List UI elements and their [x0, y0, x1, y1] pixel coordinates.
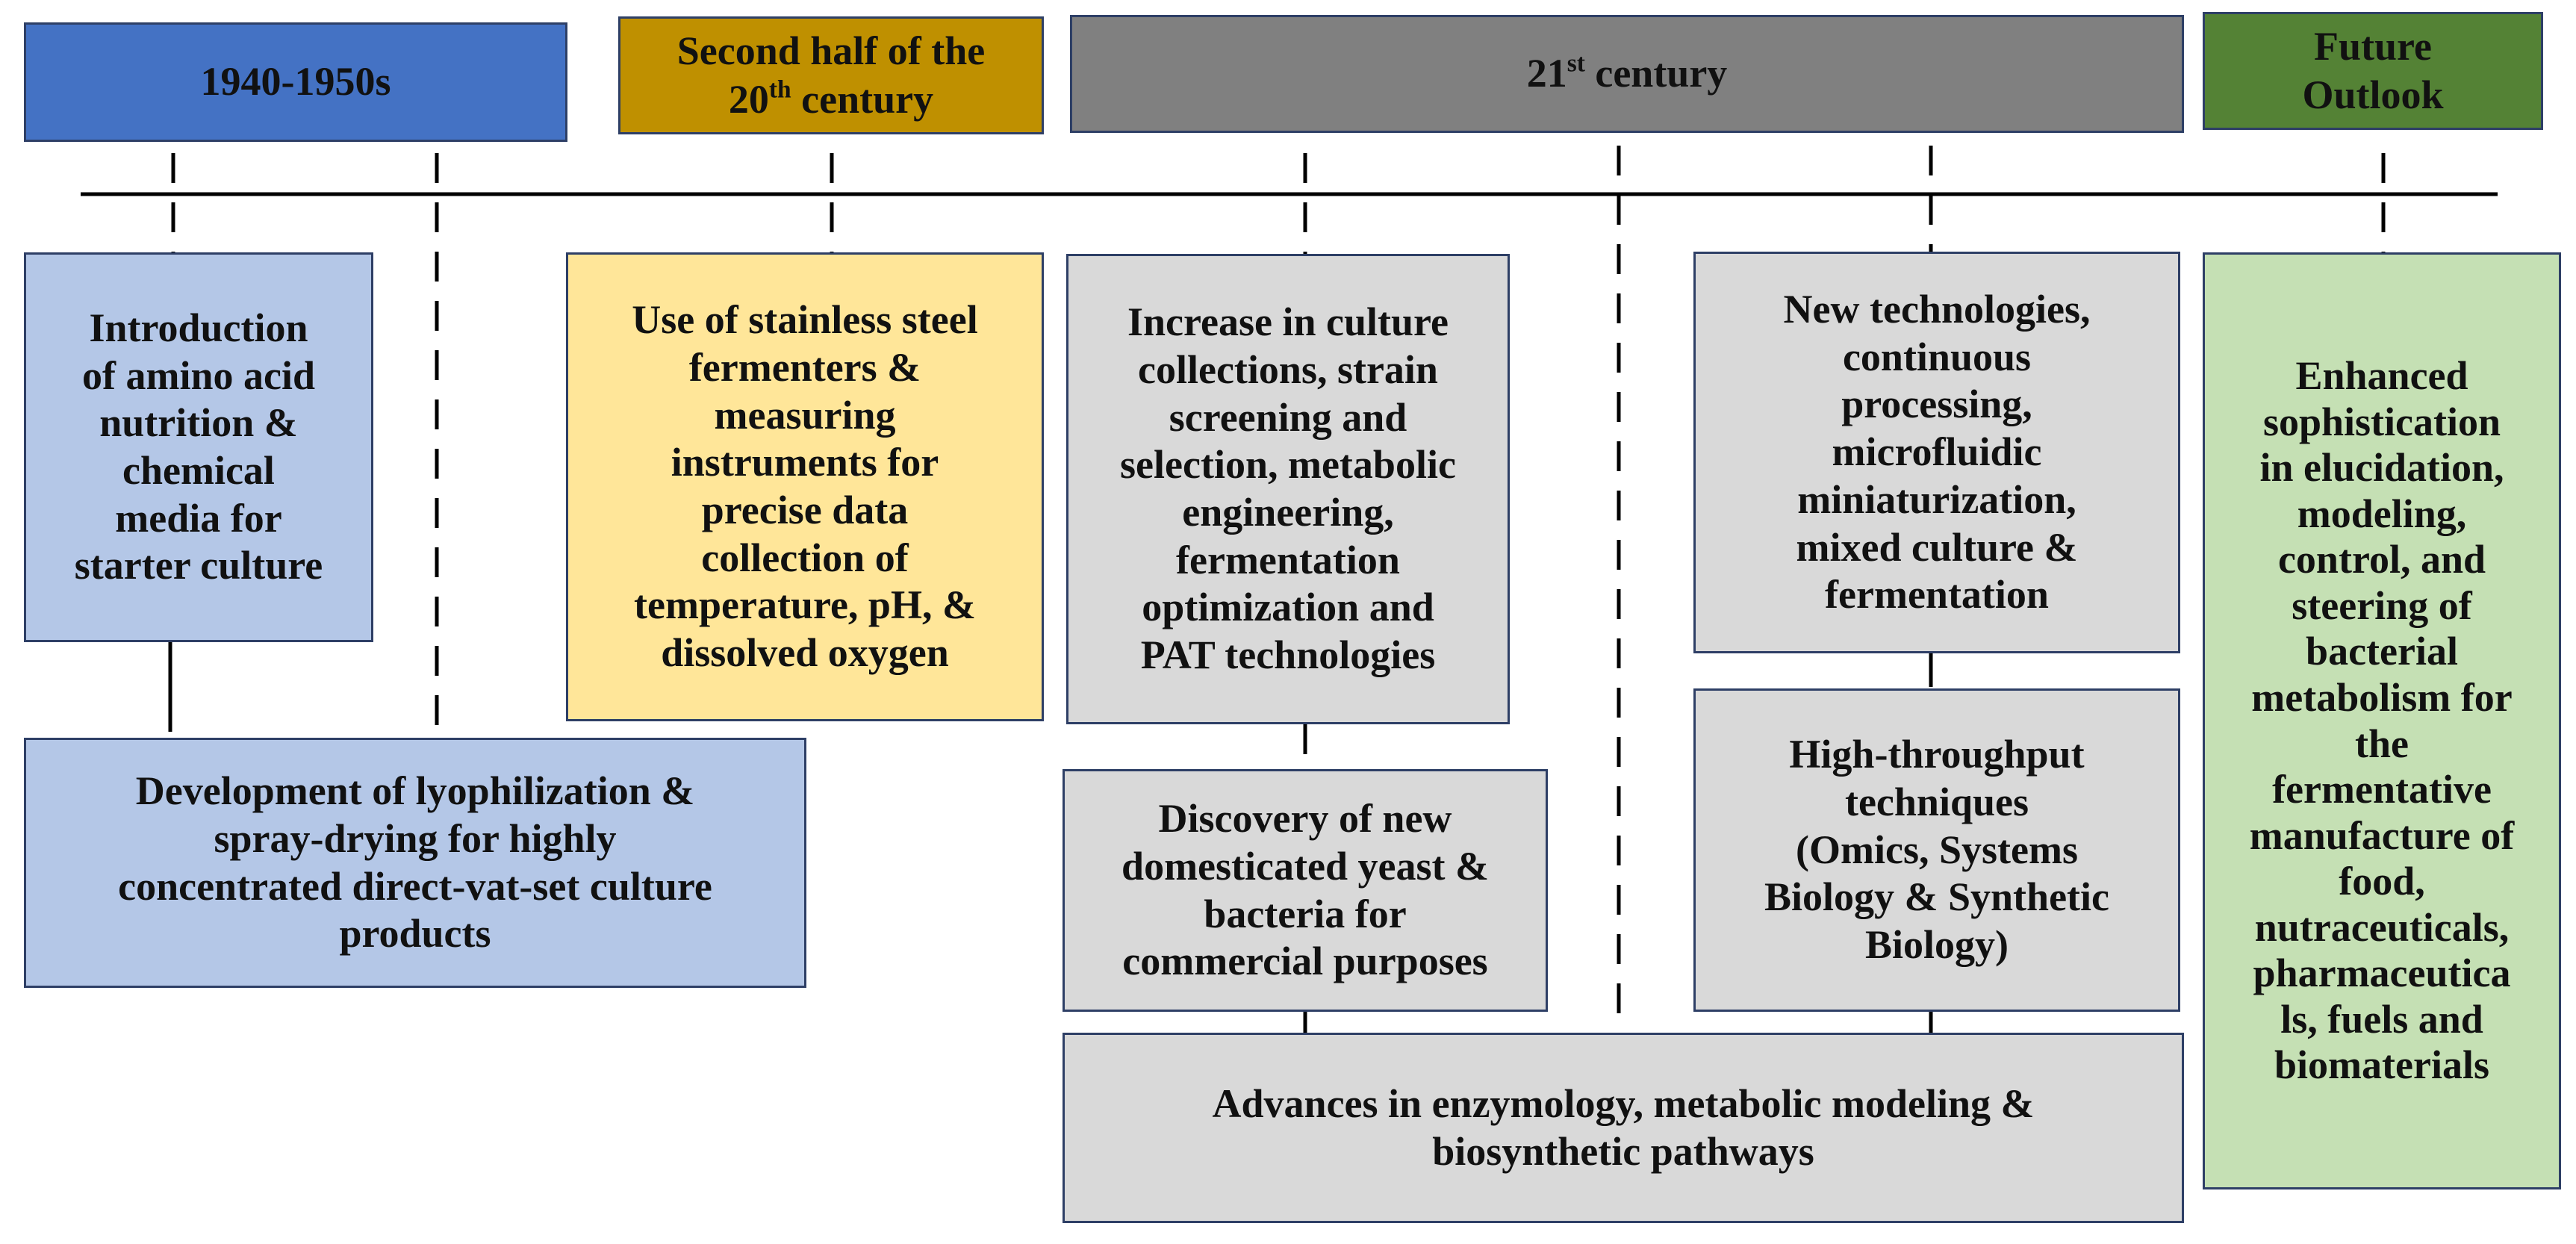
era-header-1940-1950s-label: 1940-1950s	[200, 59, 391, 105]
event-enzymology-text: Advances in enzymology, metabolic modeli…	[1212, 1080, 2035, 1174]
event-stainless-steel-text: Use of stainless steel fermenters & meas…	[632, 297, 978, 676]
event-lyophilization: Development of lyophilization & spray-dr…	[24, 738, 806, 988]
event-culture-collections-text: Increase in culture collections, strain …	[1120, 299, 1456, 678]
event-high-throughput-text: High-throughput techniques (Omics, Syste…	[1764, 732, 2109, 968]
era-header-21st-century-label: 21st century	[1526, 49, 1728, 96]
era-header-21st-century: 21st century	[1070, 15, 2184, 133]
event-enzymology: Advances in enzymology, metabolic modeli…	[1063, 1033, 2184, 1223]
event-culture-collections: Increase in culture collections, strain …	[1066, 254, 1510, 724]
event-future-outlook: Enhanced sophistication in elucidation, …	[2203, 252, 2561, 1189]
event-new-technologies-text: New technologies, continuous processing,…	[1783, 286, 2091, 618]
era-header-future-outlook: Future Outlook	[2203, 12, 2543, 130]
era-header-future-outlook-label: Future Outlook	[2302, 24, 2444, 117]
event-domesticated-yeast: Discovery of new domesticated yeast & ba…	[1063, 769, 1548, 1012]
event-amino-acid-nutrition-text: Introduction of amino acid nutrition & c…	[74, 305, 323, 588]
event-domesticated-yeast-text: Discovery of new domesticated yeast & ba…	[1121, 796, 1489, 984]
era-header-1940-1950s: 1940-1950s	[24, 22, 567, 142]
event-amino-acid-nutrition: Introduction of amino acid nutrition & c…	[24, 252, 373, 642]
event-stainless-steel: Use of stainless steel fermenters & meas…	[566, 252, 1044, 721]
event-high-throughput: High-throughput techniques (Omics, Syste…	[1693, 688, 2180, 1012]
event-future-outlook-text: Enhanced sophistication in elucidation, …	[2249, 353, 2515, 1088]
event-lyophilization-text: Development of lyophilization & spray-dr…	[118, 768, 712, 957]
event-new-technologies: New technologies, continuous processing,…	[1693, 252, 2180, 653]
